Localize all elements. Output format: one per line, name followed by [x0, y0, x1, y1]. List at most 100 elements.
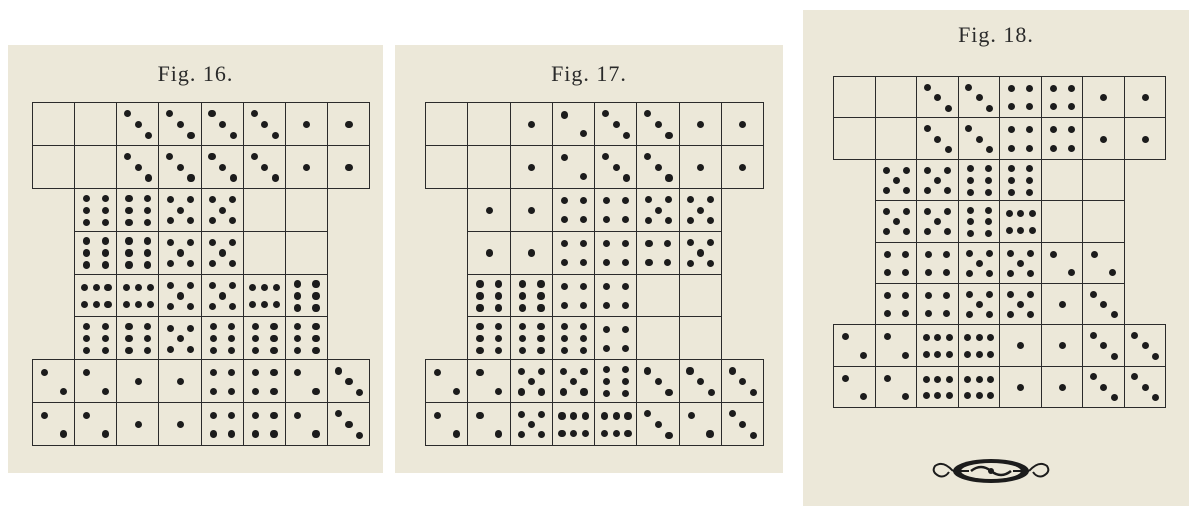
pip [187, 303, 194, 310]
pip [986, 250, 993, 257]
pip [1111, 353, 1118, 360]
pip [924, 167, 931, 174]
pip [124, 110, 131, 117]
pip [1100, 136, 1107, 143]
pip [166, 110, 173, 117]
pip [519, 323, 526, 330]
pip [270, 335, 277, 342]
pip [135, 421, 142, 428]
pip [655, 207, 662, 214]
domino-square [916, 366, 959, 408]
domino-square [636, 102, 679, 146]
pip [687, 239, 694, 246]
domino-square [833, 117, 876, 159]
pip [580, 302, 587, 309]
pip [884, 333, 891, 340]
pip [884, 269, 891, 276]
pip [83, 412, 90, 419]
pip [964, 351, 971, 358]
pip [1050, 126, 1057, 133]
pip [166, 153, 173, 160]
domino-square [636, 145, 679, 189]
pip [580, 197, 587, 204]
pip [655, 121, 662, 128]
domino-square [243, 145, 286, 189]
pip [986, 105, 993, 112]
pip [1142, 384, 1149, 391]
pip [1068, 145, 1075, 152]
pip [261, 284, 268, 291]
pip [965, 84, 972, 91]
domino-square [916, 242, 959, 284]
pip [81, 284, 88, 291]
pip [967, 189, 974, 196]
pip [664, 240, 671, 247]
pip [580, 240, 587, 247]
pip [580, 283, 587, 290]
pip [603, 345, 610, 352]
pip [123, 301, 130, 308]
domino-square [958, 200, 1001, 242]
domino-square [116, 231, 159, 275]
pip [665, 132, 672, 139]
pip [561, 240, 568, 247]
pip [985, 189, 992, 196]
pip [528, 121, 535, 128]
pip [219, 292, 226, 299]
pip [613, 121, 620, 128]
pip [655, 164, 662, 171]
pip [135, 378, 142, 385]
pip [860, 352, 867, 359]
pip [335, 410, 342, 417]
pip [903, 208, 910, 215]
pip [167, 217, 174, 224]
pip [537, 347, 544, 354]
pip [519, 347, 526, 354]
pip [739, 421, 746, 428]
pip [985, 207, 992, 214]
pip [229, 303, 236, 310]
pip [1007, 250, 1014, 257]
pip [83, 369, 90, 376]
pip [883, 167, 890, 174]
pip [519, 304, 526, 311]
pip [967, 207, 974, 214]
domino-square [875, 242, 918, 284]
pip [230, 174, 237, 181]
pip [1068, 269, 1075, 276]
pip [453, 388, 460, 395]
pip [707, 217, 714, 224]
pip [1068, 103, 1075, 110]
pip [570, 378, 577, 385]
pip [209, 303, 216, 310]
domino-square [158, 316, 201, 360]
pip [1017, 342, 1024, 349]
pip [294, 292, 301, 299]
pip [1050, 251, 1057, 258]
domino-square [467, 231, 510, 275]
pip [925, 310, 932, 317]
pip [976, 376, 983, 383]
pip [934, 376, 941, 383]
pip [923, 334, 930, 341]
domino-square [201, 359, 244, 403]
figure-18-board [833, 76, 1165, 407]
pip [147, 301, 154, 308]
pip [561, 154, 568, 161]
domino-square [999, 159, 1042, 201]
domino-square [916, 200, 959, 242]
pip [582, 412, 589, 419]
domino-square [999, 200, 1042, 242]
pip [209, 196, 216, 203]
pip [665, 174, 672, 181]
domino-square [1082, 117, 1125, 159]
domino-square [1082, 76, 1125, 118]
pip [187, 325, 194, 332]
pip [229, 217, 236, 224]
domino-square [510, 359, 553, 403]
pip [228, 323, 235, 330]
pip [966, 250, 973, 257]
domino-square [116, 316, 159, 360]
pip [967, 230, 974, 237]
pip [1059, 301, 1066, 308]
